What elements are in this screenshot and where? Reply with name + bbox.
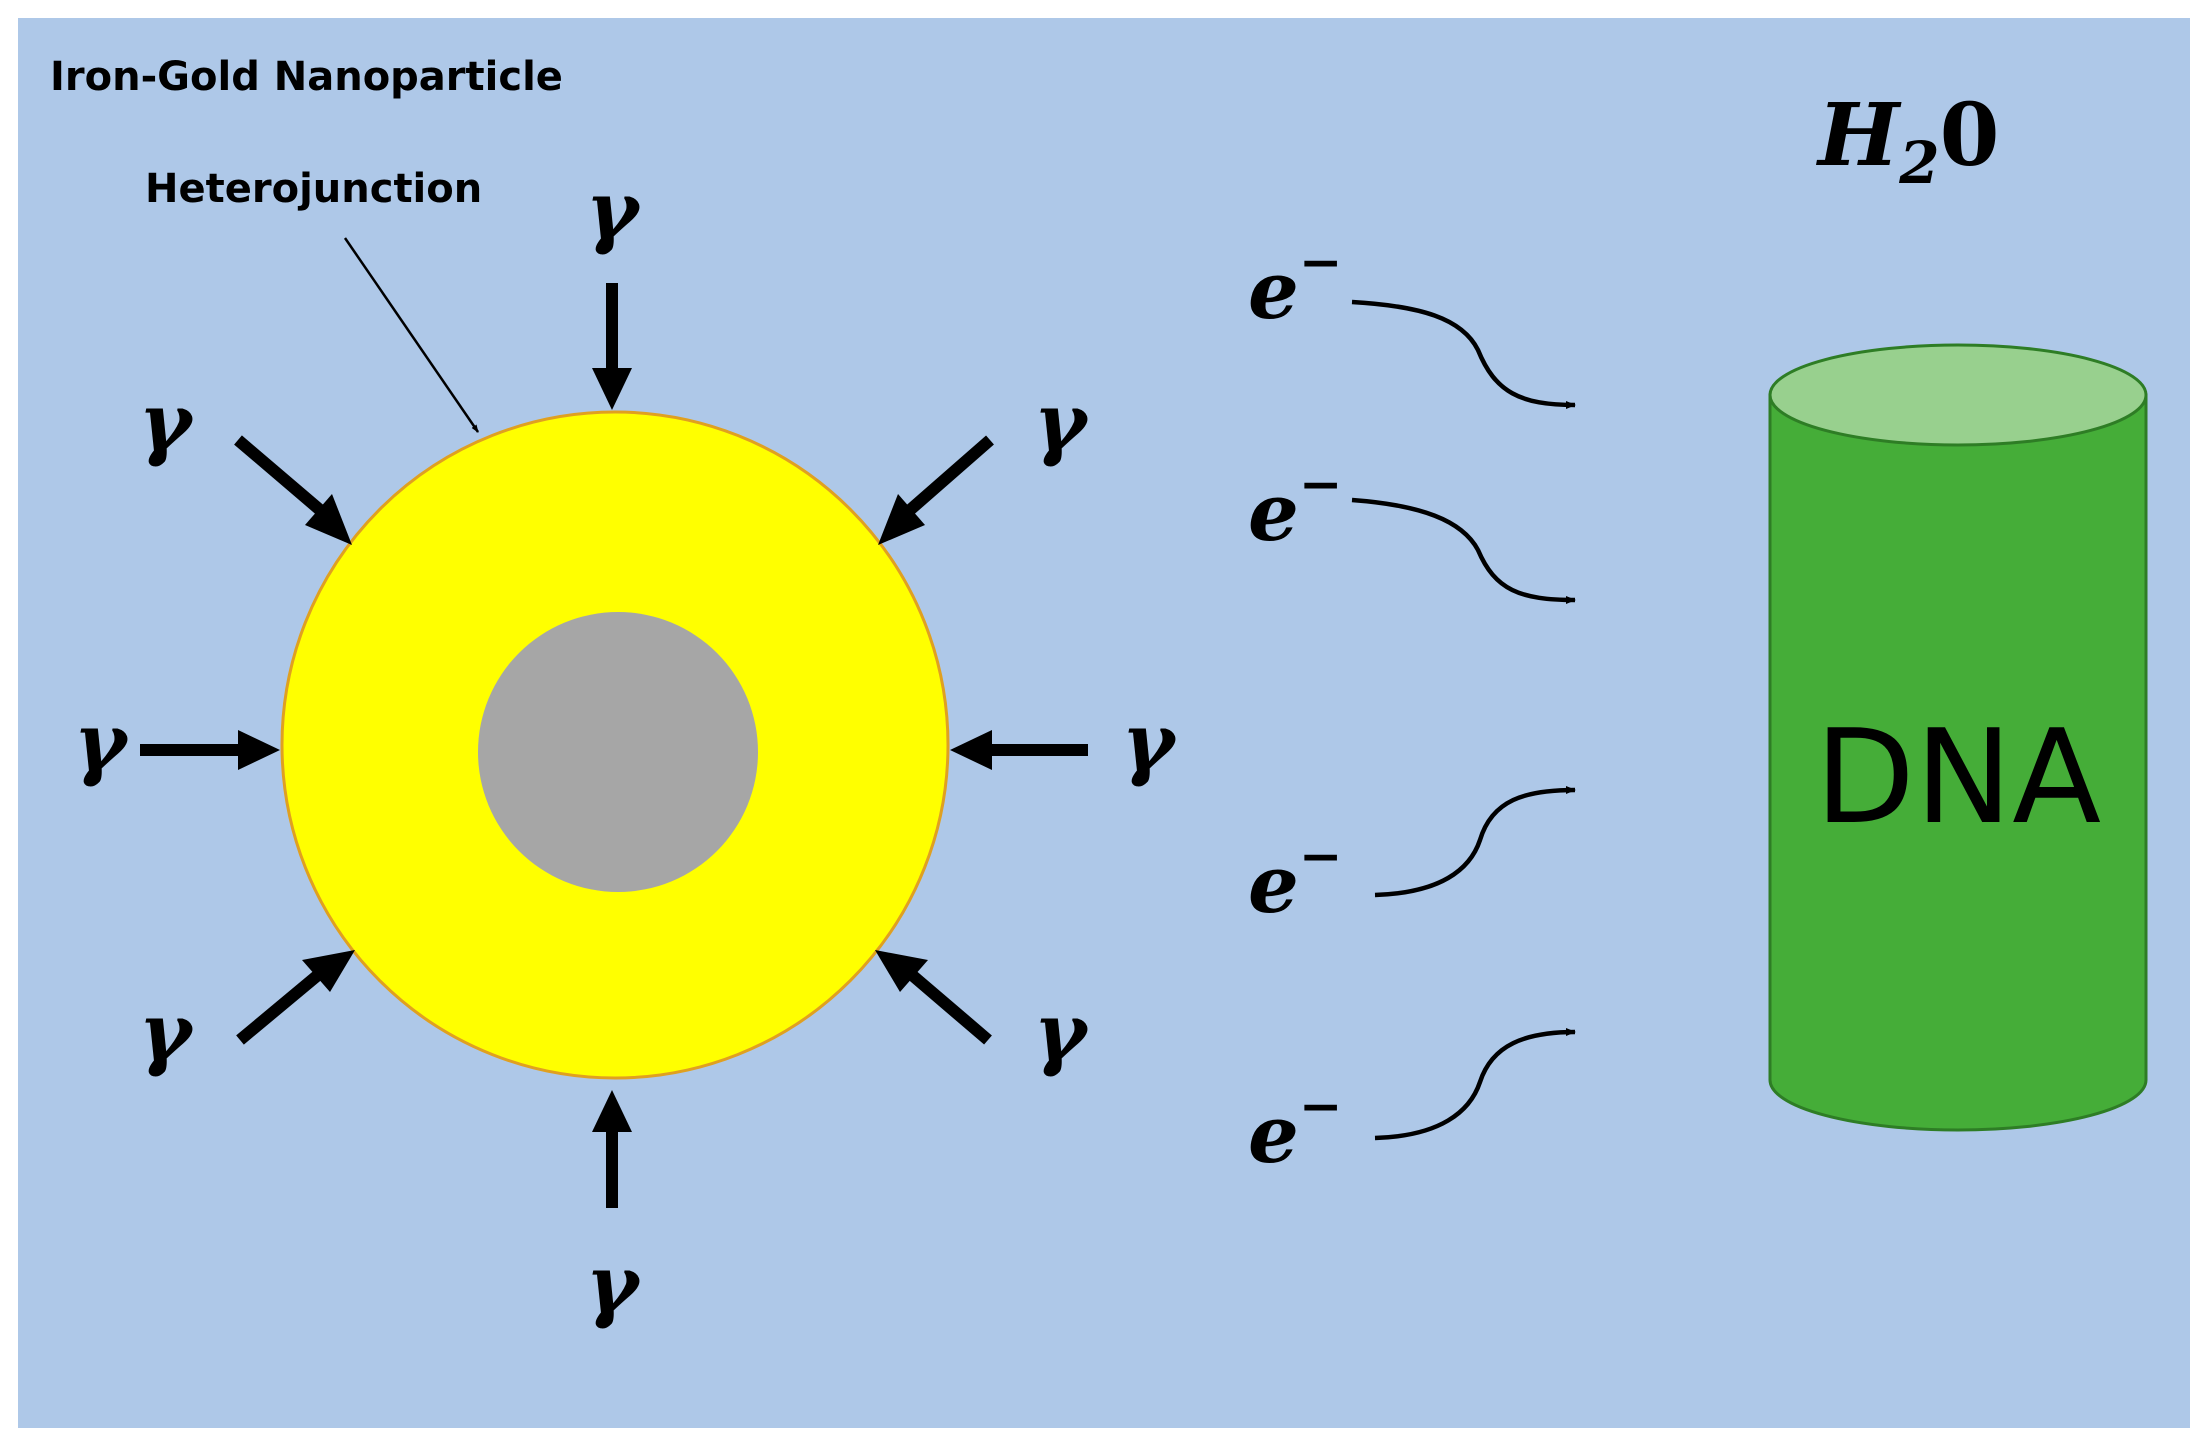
gamma-arrow-lower-left bbox=[236, 970, 322, 1045]
electron-label: e− bbox=[1248, 1076, 1342, 1181]
gamma-label-left: γ bbox=[74, 695, 130, 789]
electron-label: e− bbox=[1248, 826, 1342, 931]
gamma-arrow-lower-right-head bbox=[875, 950, 928, 992]
gamma-labels: γ γ γ γ γ γ γ γ bbox=[74, 163, 1178, 1331]
dna-label: DNA bbox=[1815, 701, 2101, 853]
electron-path bbox=[1374, 1028, 1576, 1141]
gamma-arrow-upper-right bbox=[906, 435, 994, 515]
gamma-label-upper-left: γ bbox=[139, 375, 195, 469]
electron-path bbox=[1374, 786, 1576, 898]
heterojunction-label: Heterojunction bbox=[145, 166, 482, 212]
electron-2: e− bbox=[1248, 454, 1576, 604]
electron-label: e− bbox=[1248, 232, 1342, 337]
dna-cylinder-top bbox=[1768, 343, 2148, 447]
electron-path bbox=[1351, 299, 1576, 409]
iron-core bbox=[478, 612, 758, 892]
electron-4: e− bbox=[1248, 1028, 1576, 1181]
electron-label: e− bbox=[1248, 454, 1342, 559]
gamma-label-top: γ bbox=[586, 163, 642, 257]
gamma-arrow-lower-right bbox=[908, 970, 992, 1045]
iron-gold-nanoparticle bbox=[280, 410, 950, 1080]
water-label: H20 bbox=[1815, 85, 1999, 197]
gamma-arrow-lower-left-head bbox=[302, 950, 355, 992]
gamma-arrow-upper-left-head bbox=[305, 494, 352, 545]
dna-cylinder: DNA bbox=[1768, 343, 2148, 1132]
gamma-arrow-right-head bbox=[950, 730, 992, 770]
nanoparticle-title: Iron-Gold Nanoparticle bbox=[50, 54, 563, 100]
gamma-arrow-bottom-head bbox=[592, 1090, 632, 1132]
gamma-label-lower-left: γ bbox=[139, 985, 195, 1079]
electron-emissions: e− e− e− e− bbox=[1248, 232, 1576, 1181]
gamma-arrow-left-head bbox=[238, 730, 280, 770]
gamma-label-upper-right: γ bbox=[1034, 375, 1090, 469]
gamma-arrow-upper-right-head bbox=[878, 494, 925, 545]
gamma-arrows bbox=[140, 283, 1088, 1208]
gamma-label-lower-right: γ bbox=[1034, 985, 1090, 1079]
gamma-label-bottom: γ bbox=[586, 1237, 642, 1331]
gamma-arrow-upper-left bbox=[234, 435, 324, 515]
gamma-label-right: γ bbox=[1122, 695, 1178, 789]
heterojunction-pointer bbox=[343, 237, 480, 433]
gamma-arrow-top-head bbox=[592, 368, 632, 410]
dna-cylinder-body bbox=[1768, 393, 2148, 1132]
electron-path bbox=[1351, 497, 1576, 604]
electron-1: e− bbox=[1248, 232, 1576, 409]
electron-3: e− bbox=[1248, 786, 1576, 931]
